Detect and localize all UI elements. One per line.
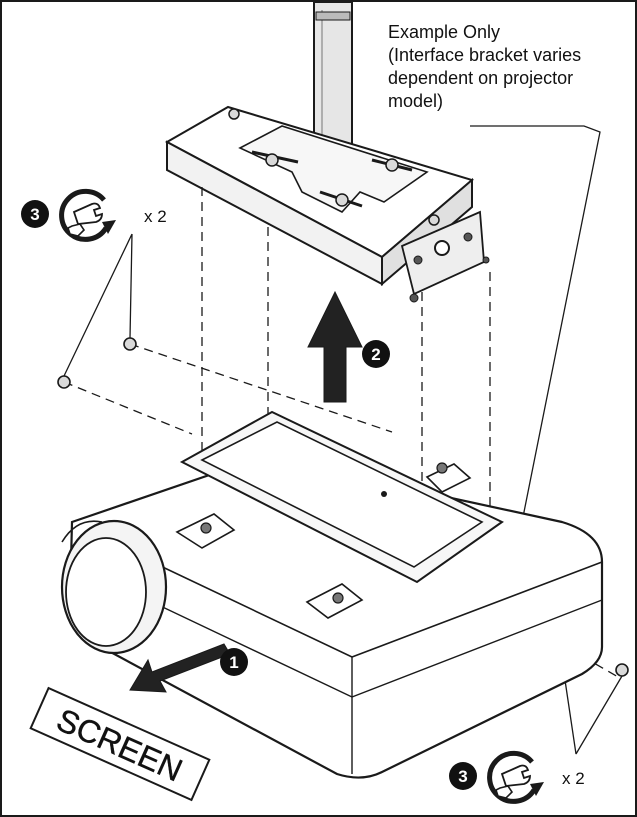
lift-arrow xyxy=(307,290,363,403)
annotation-line-1: Example Only xyxy=(388,22,501,42)
screw-count-top: x 2 xyxy=(144,207,167,226)
interface-bracket xyxy=(164,105,490,303)
wrench-rotate-icon xyxy=(59,188,116,242)
step-3-number-top: 3 xyxy=(30,205,39,224)
step-3-number-bottom: 3 xyxy=(458,767,467,786)
wrench-rotate-icon xyxy=(487,750,544,804)
screw-count-bottom: x 2 xyxy=(562,769,585,788)
annotation-line-2: (Interface bracket varies xyxy=(388,45,582,65)
annotation-line-3: dependent on projector xyxy=(388,68,574,88)
step-1-number: 1 xyxy=(229,653,238,672)
direction-arrow-icon xyxy=(129,643,231,693)
step-3-badge-bottom: 3 xyxy=(449,762,477,790)
mount-tray xyxy=(175,410,504,619)
annotation-line-4: model) xyxy=(388,91,444,111)
screw-leader-top xyxy=(63,233,133,377)
step-1-badge: 1 xyxy=(220,648,248,676)
screen-sign: SCREEN xyxy=(29,686,211,802)
step-3-badge-top: 3 xyxy=(21,200,49,228)
step-2-number: 2 xyxy=(371,345,380,364)
annotation-leader xyxy=(470,125,601,523)
step-2-badge: 2 xyxy=(362,340,390,368)
